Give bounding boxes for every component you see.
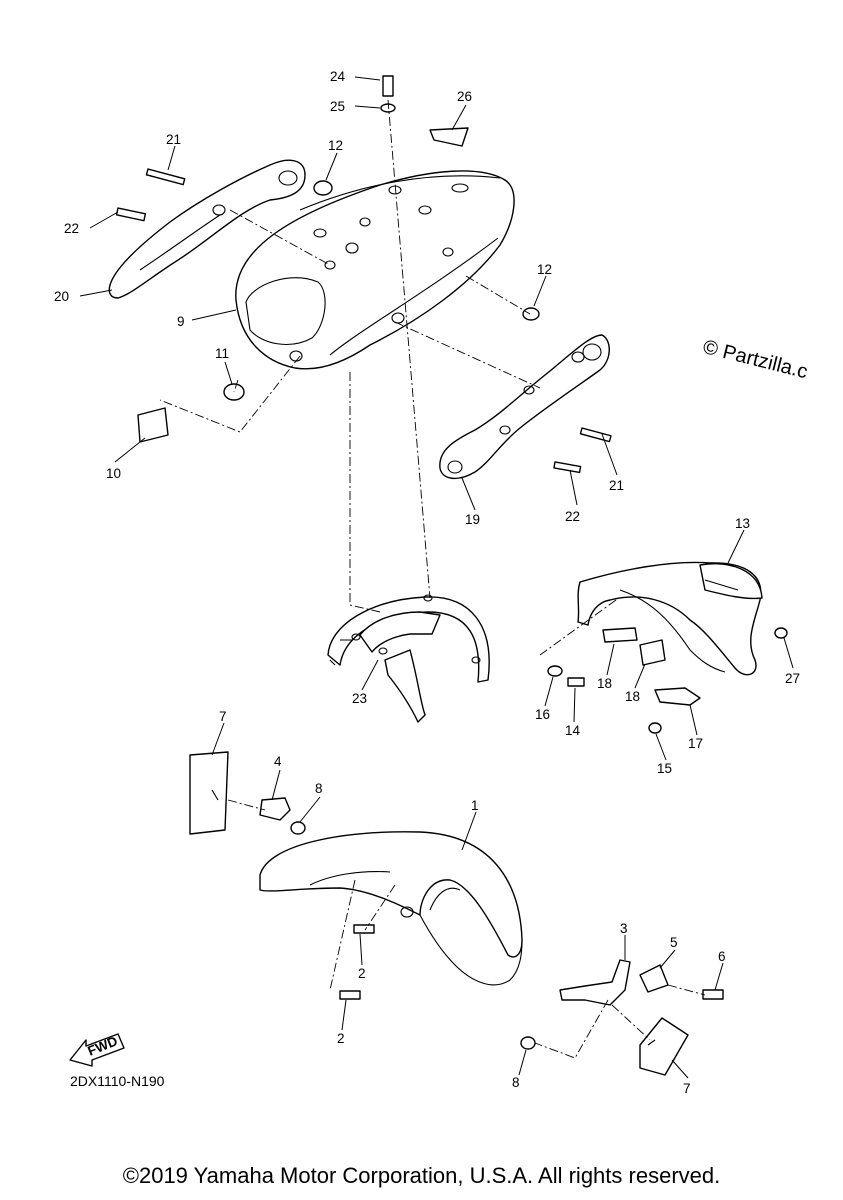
callout-13: 13: [735, 516, 750, 531]
callout-27: 27: [785, 671, 800, 686]
right-grab-bar[interactable]: [439, 334, 610, 479]
callout-3: 3: [620, 921, 628, 936]
sticker-26[interactable]: [429, 127, 469, 147]
callout-1: 1: [471, 798, 479, 813]
diagram-code: 2DX1110-N190: [70, 1073, 165, 1089]
callout-2: 2: [358, 966, 366, 981]
callout-24: 24: [330, 69, 346, 84]
callout-numbers: 24 25 26 12 21 22 20 9 11 12 10 21 22 19…: [54, 69, 800, 1096]
nut-8-right[interactable]: [520, 1036, 536, 1050]
callout-12: 12: [328, 138, 343, 153]
callout-12: 12: [537, 262, 552, 277]
callout-5: 5: [670, 935, 678, 950]
leader-lines: [79, 76, 794, 1079]
callout-6: 6: [718, 949, 726, 964]
nut-15[interactable]: [648, 722, 662, 734]
nut-27[interactable]: [774, 627, 788, 639]
callout-20: 20: [54, 289, 69, 304]
callout-26: 26: [457, 89, 472, 104]
bracket-4[interactable]: [259, 797, 291, 821]
front-fender[interactable]: [259, 831, 523, 986]
callout-19: 19: [465, 512, 480, 527]
reflector-right[interactable]: [639, 1017, 689, 1076]
grommet-12-upper[interactable]: [313, 180, 333, 196]
callout-21: 21: [609, 478, 624, 493]
callout-8: 8: [315, 781, 323, 796]
callout-22: 22: [565, 509, 580, 524]
callout-18: 18: [625, 689, 640, 704]
callout-17: 17: [688, 736, 703, 751]
bolt-22-right[interactable]: [553, 461, 582, 474]
damper-18a[interactable]: [602, 627, 638, 643]
fender-stay[interactable]: [327, 594, 490, 723]
callout-7: 7: [683, 1081, 691, 1096]
grommet-12-right[interactable]: [522, 307, 540, 321]
callout-16: 16: [535, 707, 550, 722]
bolt-2-lower[interactable]: [339, 990, 361, 1000]
bolt-24[interactable]: [382, 75, 394, 97]
bolt-2-upper[interactable]: [353, 924, 375, 934]
clamp-17[interactable]: [654, 687, 701, 706]
bolt-6[interactable]: [702, 989, 724, 1000]
callout-25: 25: [330, 99, 345, 114]
damper-18b[interactable]: [639, 639, 666, 666]
nut-8-left[interactable]: [290, 821, 306, 835]
bracket-5[interactable]: [639, 964, 669, 993]
callout-2: 2: [337, 1031, 345, 1046]
left-grab-bar[interactable]: [108, 159, 306, 299]
fwd-arrow: FWD: [69, 1033, 125, 1067]
washer-16[interactable]: [547, 665, 563, 677]
callout-9: 9: [177, 314, 185, 329]
bolt-22-left[interactable]: [115, 207, 147, 222]
plate-10[interactable]: [137, 407, 169, 443]
rear-fender[interactable]: [235, 170, 515, 370]
callout-7: 7: [219, 709, 227, 724]
callout-15: 15: [657, 761, 672, 776]
bolt-21-left[interactable]: [145, 168, 186, 186]
copyright: ©2019 Yamaha Motor Corporation, U.S.A. A…: [122, 1163, 721, 1188]
bracket-3[interactable]: [559, 959, 631, 1006]
callout-22: 22: [64, 221, 79, 236]
callout-4: 4: [274, 754, 282, 769]
inner-fender[interactable]: [577, 561, 763, 676]
callout-14: 14: [565, 723, 581, 738]
callout-11: 11: [215, 346, 229, 361]
callout-23: 23: [352, 691, 367, 706]
callout-18: 18: [597, 676, 612, 691]
bolt-14[interactable]: [567, 677, 585, 687]
callout-10: 10: [106, 466, 121, 481]
callout-8: 8: [512, 1075, 520, 1090]
bolt-21-right[interactable]: [579, 427, 612, 443]
reflector-left[interactable]: [189, 751, 229, 835]
assembly-lines: [159, 99, 706, 1059]
callout-21: 21: [166, 132, 181, 147]
